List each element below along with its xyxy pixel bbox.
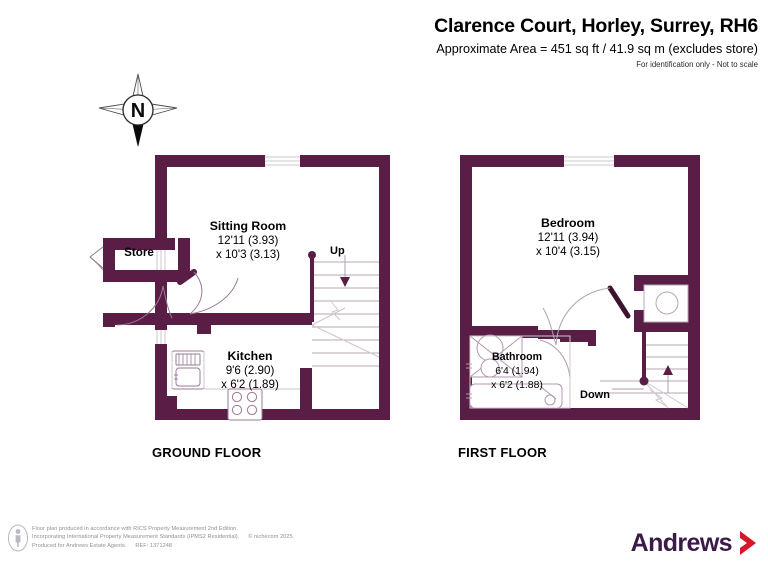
- hall-door-leaf: [177, 269, 197, 285]
- bedroom-partition-walls: [460, 275, 688, 348]
- room-dimension-1: 6'4 (1.94): [495, 365, 539, 377]
- room-dimension-1: 12'11 (3.93): [217, 233, 279, 247]
- room-dimension-1: 12'11 (3.94): [537, 230, 599, 244]
- room-name: Sitting Room: [209, 219, 287, 233]
- compass-rose: N: [96, 72, 180, 148]
- stair-direction-down: Down: [580, 389, 610, 401]
- footer-line-2a: Incorporating International Property Mea…: [32, 534, 240, 541]
- room-label-bathroom: Bathroom 6'4 (1.94) x 6'2 (1.88): [452, 350, 582, 394]
- understair-door-swing: [189, 277, 239, 315]
- first-floor-caption: FIRST FLOOR: [458, 445, 547, 460]
- bedroom-door-leaf: [607, 285, 631, 319]
- room-name: Bedroom: [541, 216, 595, 230]
- footer-reference: REF: 1371248: [135, 542, 173, 549]
- compass-north-letter: N: [131, 100, 145, 122]
- bedroom-door-swing: [555, 287, 611, 346]
- page-title: Clarence Court, Horley, Surrey, RH6: [434, 15, 758, 37]
- ground-left-windows: [156, 248, 166, 344]
- stair-direction-up: Up: [330, 245, 345, 257]
- room-dimension-1: 9'6 (2.90): [225, 363, 275, 377]
- disclaimer-text: For identification only - Not to scale: [636, 60, 758, 69]
- first-staircase: [600, 332, 689, 409]
- footer: Floor plan produced in accordance with R…: [0, 516, 768, 576]
- andrews-logo[interactable]: Andrews: [631, 528, 758, 558]
- footer-line-2: Incorporating International Property Mea…: [32, 533, 294, 541]
- airing-cupboard: [643, 284, 689, 323]
- kitchen-hob: [227, 388, 263, 421]
- footer-line-3: Produced for Andrews Estate Agents. REF: …: [32, 542, 294, 550]
- down-arrow-head: [663, 365, 673, 375]
- ipms-badge-icon: [7, 524, 29, 552]
- first-top-window: [564, 156, 614, 166]
- ground-floor-caption: GROUND FLOOR: [152, 445, 262, 460]
- room-dimension-2: x 10'3 (3.13): [215, 248, 281, 261]
- ground-top-window: [265, 156, 300, 166]
- store-door-swing: [89, 246, 104, 269]
- hot-water-cylinder: [655, 291, 679, 315]
- room-label-sitting-room: Sitting Room 12'11 (3.93) x 10'3 (3.13): [168, 219, 328, 263]
- hall-door-swing: [189, 271, 203, 315]
- room-name: Kitchen: [227, 349, 273, 363]
- footer-line-3a: Produced for Andrews Estate Agents.: [32, 542, 127, 549]
- room-name: Store: [124, 246, 154, 259]
- room-label-store: Store: [106, 246, 172, 261]
- up-arrow-head: [340, 277, 350, 287]
- chevron-right-icon: [738, 530, 758, 556]
- room-dimension-2: x 6'2 (1.89): [221, 378, 279, 391]
- footer-copyright: © nichecom 2025.: [248, 534, 295, 541]
- entrance-door-swing: [116, 285, 164, 326]
- room-label-kitchen: Kitchen 9'6 (2.90) x 6'2 (1.89): [170, 349, 330, 393]
- approximate-area-text: Approximate Area = 451 sq ft / 41.9 sq m…: [436, 42, 758, 56]
- room-name: Bathroom: [491, 351, 543, 363]
- room-label-bedroom: Bedroom 12'11 (3.94) x 10'4 (3.15): [488, 216, 648, 260]
- header: Clarence Court, Horley, Surrey, RH6 Appr…: [0, 0, 768, 71]
- room-dimension-2: x 6'2 (1.88): [491, 380, 543, 391]
- room-dimension-2: x 10'4 (3.15): [535, 245, 601, 258]
- brand-name: Andrews: [630, 529, 733, 557]
- footer-line-1: Floor plan produced in accordance with R…: [32, 526, 238, 532]
- footer-legal-text: Floor plan produced in accordance with R…: [32, 525, 294, 550]
